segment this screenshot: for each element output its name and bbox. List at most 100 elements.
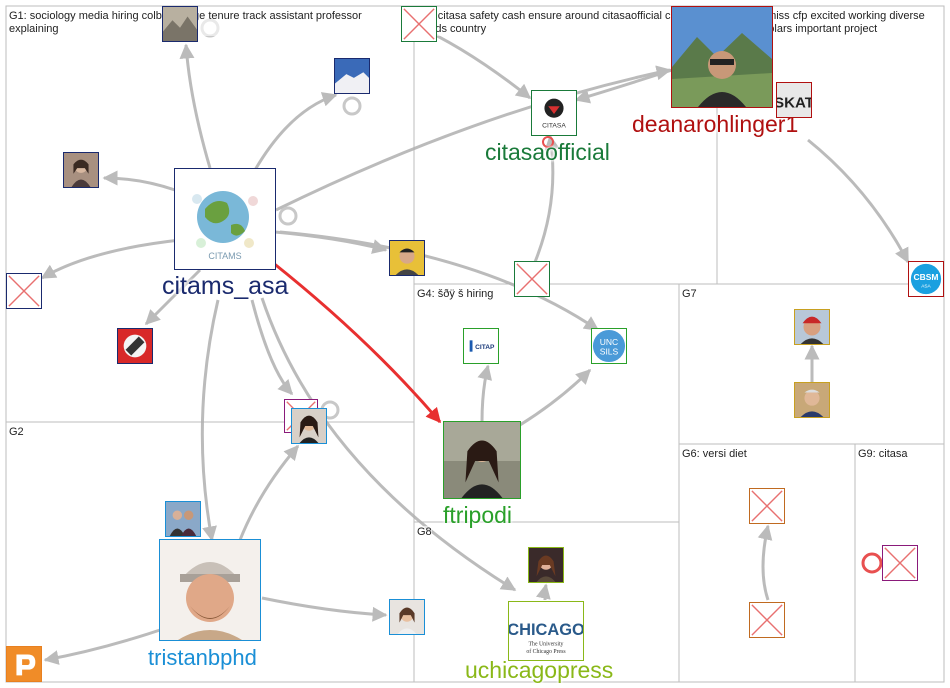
group-label-g2: G2	[9, 426, 24, 439]
citap-logo-text: CITAP	[475, 344, 495, 351]
group-label-g9: G9: citasa	[858, 448, 908, 461]
person-photo-icon	[64, 153, 98, 187]
group-label-g1: G1: sociology media hiring colby college…	[9, 10, 409, 36]
node-g1-woman[interactable]	[63, 152, 99, 188]
node-g2-woman-smile[interactable]	[389, 599, 425, 635]
node-g5-skat[interactable]: SKAT	[776, 82, 812, 118]
person-photo-icon	[390, 600, 424, 634]
skat-logo-text: SKAT	[777, 95, 811, 112]
node-g3-broken-top[interactable]	[401, 6, 437, 42]
broken-image-icon	[402, 7, 436, 41]
node-g9-broken[interactable]	[882, 545, 918, 581]
chicago-logo-text: CHICAGO	[509, 621, 583, 639]
group-photo-icon	[166, 502, 200, 536]
landscape-photo-icon	[163, 7, 197, 41]
node-g2-group-photo[interactable]	[165, 501, 201, 537]
edge	[43, 628, 161, 665]
node-g3-broken-bottom[interactable]	[514, 261, 550, 297]
orange-p-logo-icon	[7, 647, 41, 681]
person-photo-icon	[390, 241, 424, 275]
edges	[40, 23, 910, 665]
edge	[253, 92, 338, 171]
edge	[757, 524, 773, 601]
node-g1-broken-image[interactable]	[6, 273, 42, 309]
self-loop	[342, 96, 362, 116]
node-citams-asa[interactable]: CITAMS	[174, 168, 276, 270]
broken-image-icon	[7, 274, 41, 308]
edge	[279, 230, 600, 332]
group-label-g4: G4: šðÿ š hiring	[417, 288, 494, 301]
edge	[274, 230, 388, 254]
self-loop-red	[542, 136, 554, 148]
node-g4-citap[interactable]: CITAP	[463, 328, 499, 364]
citap-logo-icon: CITAP	[464, 329, 498, 363]
label-uchicagopress[interactable]: uchicagopress	[465, 657, 614, 683]
node-g1-woman-dark[interactable]	[291, 408, 327, 444]
group-label-g3: G3: citasa safety cash ensure around cit…	[417, 10, 712, 36]
chicago-logo-subtext-1: The University	[529, 642, 564, 648]
node-citasaofficial[interactable]: CITASA	[531, 90, 577, 136]
broken-image-icon	[750, 603, 784, 637]
self-loop	[278, 206, 298, 226]
edge	[102, 170, 176, 192]
edge	[200, 299, 220, 542]
node-g1-photo-top[interactable]	[162, 6, 198, 42]
cbsm-logo-text: CBSM	[913, 272, 938, 282]
edge	[574, 68, 673, 104]
person-outdoor-photo-icon	[672, 7, 772, 107]
edge	[519, 368, 592, 427]
self-loop-red	[861, 552, 883, 574]
group-box-g6	[678, 443, 856, 683]
edge	[275, 65, 672, 212]
citams-logo-text: CITAMS	[208, 251, 241, 261]
node-g6-broken-top[interactable]	[749, 488, 785, 524]
node-g1-man-glasses[interactable]	[389, 240, 425, 276]
person-photo-icon	[795, 310, 829, 344]
label-ftripodi[interactable]: ftripodi	[443, 502, 513, 528]
citasa-logo-text: CITASA	[542, 122, 566, 129]
globe-logo-icon: CITAMS	[175, 169, 275, 269]
label-citams-asa[interactable]: citams_asa	[162, 272, 289, 300]
edge	[40, 238, 181, 280]
node-deanarohlinger1[interactable]	[671, 6, 773, 108]
node-g7-man-glasses[interactable]	[794, 382, 830, 418]
node-tristanbphd[interactable]	[159, 539, 261, 641]
edge	[477, 364, 493, 423]
chicago-logo-subtext-2: of Chicago Press	[526, 648, 566, 655]
node-g1-mountain[interactable]	[334, 58, 370, 94]
label-deanarohlinger1[interactable]: deanarohlinger1	[632, 111, 799, 137]
node-g6-broken-bottom[interactable]	[749, 602, 785, 638]
person-photo-icon	[795, 383, 829, 417]
highlight-edge	[271, 260, 442, 424]
node-g1-red-logo[interactable]	[117, 328, 153, 364]
node-g8-woman-portrait[interactable]	[528, 547, 564, 583]
person-photo-icon	[444, 422, 520, 498]
edge	[533, 134, 560, 263]
person-photo-icon	[292, 409, 326, 443]
mountain-photo-icon	[335, 59, 369, 93]
broken-image-icon	[515, 262, 549, 296]
unc-logo-text: UNC	[600, 337, 618, 347]
label-citasaofficial[interactable]: citasaofficial	[485, 139, 610, 165]
edge	[238, 444, 300, 541]
edge	[536, 583, 551, 601]
group-label-g6: G6: versi diet	[682, 448, 747, 461]
person-avatar-icon	[160, 540, 260, 640]
sils-logo-text: SILS	[600, 347, 619, 357]
citasa-logo-icon: CITASA	[532, 91, 576, 135]
label-tristanbphd[interactable]: tristanbphd	[148, 645, 257, 670]
node-g2-orange-logo[interactable]	[6, 646, 42, 682]
node-ftripodi[interactable]	[443, 421, 521, 499]
edge	[261, 596, 388, 622]
node-g7-man-beanie[interactable]	[794, 309, 830, 345]
broken-image-icon	[883, 546, 917, 580]
edge	[807, 138, 910, 264]
group-label-g8: G8	[417, 526, 432, 539]
